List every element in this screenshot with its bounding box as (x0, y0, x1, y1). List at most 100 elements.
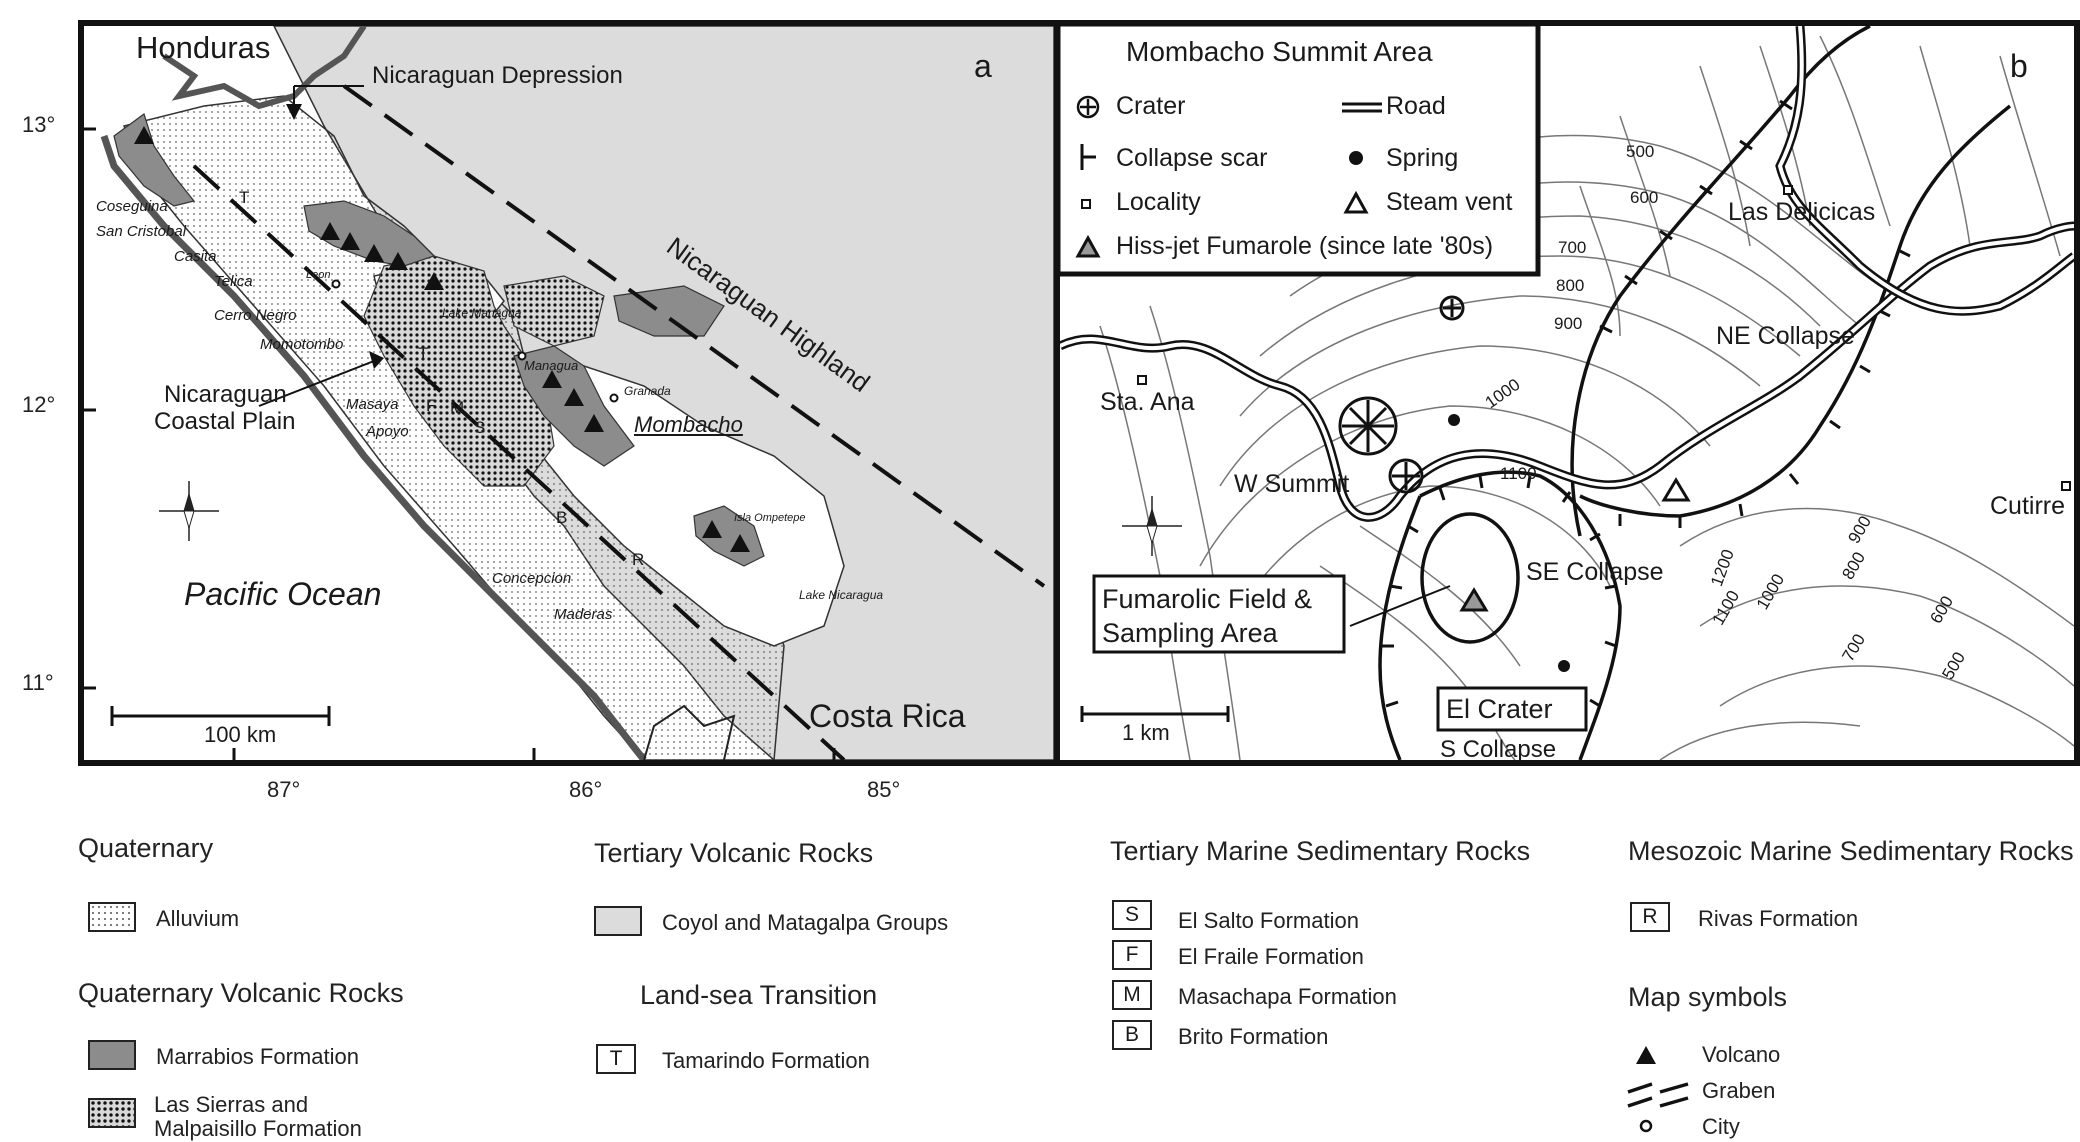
costa-rica-border (643, 704, 736, 760)
legend-title-b: Mombacho Summit Area (1126, 36, 1433, 67)
swatch-el-salto: S (1112, 900, 1152, 930)
label-se-collapse: SE Collapse (1526, 558, 1664, 586)
honduras-border (162, 26, 367, 110)
legend-collapse-scar-label: Collapse scar (1116, 144, 1268, 172)
volcano-name: Concepcion (492, 570, 572, 587)
compass-rose-b (1122, 496, 1182, 556)
scale-bar-a (110, 706, 331, 726)
legend-steam-vent-label: Steam vent (1386, 188, 1513, 216)
label-pacific-ocean: Pacific Ocean (184, 576, 382, 612)
label-nicaraguan-depression: Nicaraguan Depression (372, 62, 623, 89)
legend-land-sea-title: Land-sea Transition (640, 980, 878, 1010)
volcano-name: Casita (174, 248, 217, 265)
panel-a-regional-map: a Honduras Nicaraguan Depression Nicarag… (78, 20, 1060, 766)
legend-tertiary-marine-title: Tertiary Marine Sedimentary Rocks (1110, 836, 1531, 866)
legend-volcano-icon (1636, 1046, 1656, 1064)
volcano-name: Maderas (554, 606, 613, 623)
legend-spring-icon (1349, 151, 1363, 165)
label-coastal-plain-2: Coastal Plain (154, 408, 296, 435)
volcano-name: Telica (214, 273, 253, 290)
locality-cutirre (2061, 481, 2071, 491)
label-fumarolic-field: Fumarolic Field & (1102, 584, 1313, 614)
legend-las-sierras-1: Las Sierras and (154, 1092, 309, 1117)
label-lake-nicaragua: Lake Nicaragua (799, 588, 884, 602)
swatch-alluvium (88, 902, 136, 932)
legend-el-fraile: El Fraile Formation (1178, 944, 1364, 969)
legend-graben-icon (1627, 1082, 1689, 1108)
unit-letter: T (418, 344, 429, 363)
legend-road-label: Road (1386, 92, 1446, 120)
panel-a-svg (84, 26, 1054, 760)
volcano-name: Apoyo (366, 423, 409, 440)
legend-el-salto: El Salto Formation (1178, 908, 1359, 933)
coastal-arrow (258, 360, 375, 407)
pacific-coastline (100, 134, 647, 760)
road-inner (1060, 224, 2074, 520)
contour-label: 700 (1558, 238, 1587, 257)
legend-steam-vent-icon (1343, 190, 1369, 214)
label-coastal-plain-1: Nicaraguan (164, 381, 287, 408)
label-honduras: Honduras (136, 30, 271, 65)
legend-map-symbols-title: Map symbols (1628, 982, 1788, 1012)
label-mombacho: Mombacho (634, 412, 743, 437)
label-lake-managua: Lake Managua (442, 306, 522, 320)
las-sierras-area-2 (503, 275, 605, 347)
legend-city: City (1702, 1114, 1740, 1139)
contour-label: 1100 (1500, 464, 1537, 483)
unit-letter: M (450, 398, 465, 417)
label-sta-ana: Sta. Ana (1100, 388, 1195, 416)
legend-city-icon (1639, 1119, 1653, 1133)
legend-collapse-scar-icon (1080, 144, 1096, 170)
fumarolic-field-leader (1349, 585, 1451, 627)
compass-rose (159, 481, 219, 541)
swatch-marrabios (88, 1040, 136, 1070)
locality-las-delicias (1783, 185, 1793, 195)
contour-label: 500 (1626, 142, 1655, 161)
legend-hiss-jet-label: Hiss-jet Fumarole (since late '80s) (1116, 232, 1494, 260)
legend-crater-icon (1076, 95, 1100, 119)
label-ne-collapse: NE Collapse (1716, 322, 1855, 350)
coastal-arrowhead (369, 351, 384, 369)
edge-ticks-a (84, 127, 836, 760)
legend-marrabios: Marrabios Formation (156, 1044, 359, 1069)
contour-label: 900 (1554, 314, 1583, 333)
legend-quaternary-title: Quaternary (78, 833, 214, 863)
hiss-jet-fumarole-marker (1459, 587, 1489, 612)
volcano-name: Momotombo (260, 336, 344, 353)
panel-b-summit-map: b Mombacho Summit Area Crater Road Colla… (1054, 20, 2080, 766)
lat-tick-12: 12° (22, 392, 56, 417)
legend-masachapa: Masachapa Formation (1178, 984, 1397, 1009)
swatch-brito: B (1112, 1020, 1152, 1050)
label-el-crater: El Crater (1446, 694, 1553, 724)
swatch-tamarindo: T (596, 1044, 636, 1074)
legend-coyol: Coyol and Matagalpa Groups (662, 910, 949, 935)
label-granada: Granada (624, 384, 671, 398)
unit-letter: R (632, 550, 645, 569)
legend-hiss-jet-icon (1075, 234, 1101, 258)
legend-locality-label: Locality (1116, 188, 1201, 216)
panel-a-letter: a (974, 48, 992, 84)
spring-marker (1558, 660, 1570, 672)
road-north-inner (1777, 26, 2074, 314)
se-collapse-scar (1419, 470, 1622, 760)
label-costa-rica: Costa Rica (809, 698, 966, 734)
label-scale-100km: 100 km (204, 722, 277, 747)
unit-letter: S (474, 418, 486, 437)
unit-letter: F (426, 396, 437, 415)
volcano-name: Masaya (346, 396, 399, 413)
depression-arrowhead (286, 104, 302, 120)
legend-brito: Brito Formation (1178, 1024, 1329, 1049)
label-w-summit: W Summit (1234, 470, 1350, 498)
ne-collapse-scar (1570, 26, 2012, 537)
spring-marker (1448, 414, 1460, 426)
label-sampling-area: Sampling Area (1102, 618, 1278, 648)
legend-box-b (1060, 26, 1541, 277)
label-scale-1km: 1 km (1122, 720, 1170, 745)
scale-bar-b (1080, 706, 1230, 722)
swatch-las-sierras (88, 1098, 136, 1128)
legend-crater-label: Crater (1116, 92, 1186, 120)
marrabios-north (113, 113, 196, 207)
label-s-collapse: S Collapse (1440, 736, 1557, 763)
label-las-delicias: Las Delicicas (1728, 198, 1876, 226)
lon-tick-85: 85° (867, 777, 901, 802)
